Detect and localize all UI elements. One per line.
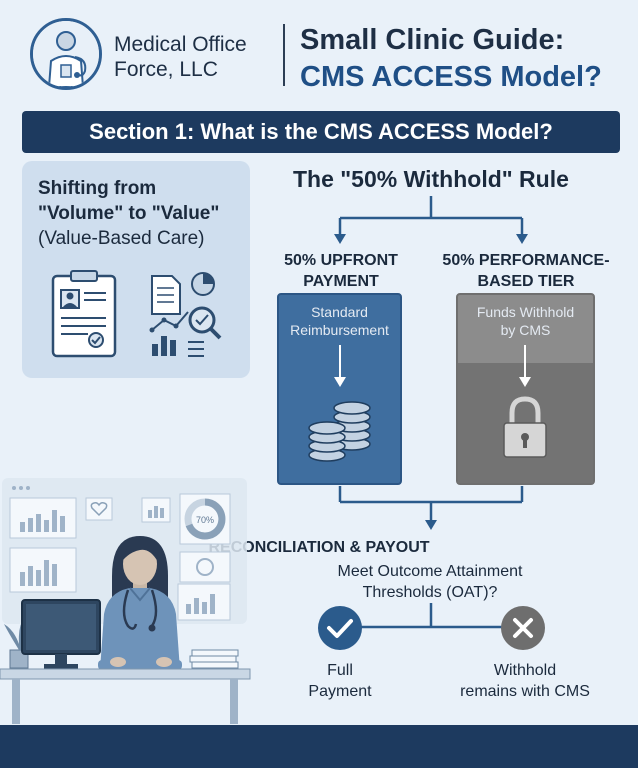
- company-name: Medical Office Force, LLC: [114, 32, 247, 82]
- page-title: Small Clinic Guide: CMS ACCESS Model?: [300, 22, 602, 96]
- withhold-rule-title: The "50% Withhold" Rule: [293, 166, 569, 192]
- performance-tier-label: 50% PERFORMANCE- BASED TIER: [436, 250, 616, 292]
- withheld-box-text: Funds Withhold by CMS: [458, 303, 593, 339]
- withhold-remains-line2: remains with CMS: [460, 683, 590, 700]
- clipboard-analytics-icon: [51, 270, 222, 358]
- page-title-line2: CMS ACCESS Model?: [300, 61, 602, 93]
- footer-bar: [0, 725, 638, 768]
- withhold-remains-line1: Withhold: [493, 662, 557, 679]
- full-payment-outcome: Full Payment: [290, 660, 390, 702]
- company-name-line2: Force, LLC: [114, 58, 218, 81]
- upfront-label-line2: PAYMENT: [303, 273, 379, 290]
- upfront-label-line1: 50% UPFRONT: [284, 252, 398, 269]
- doctor-logo-icon: [33, 21, 99, 87]
- doctor-at-desk-illustration: 70%: [0, 478, 251, 724]
- upfront-payment-label: 50% UPFRONT PAYMENT: [266, 250, 416, 292]
- oat-question-line1: Meet Outcome Attainment: [337, 563, 523, 580]
- company-name-line1: Medical Office: [114, 33, 247, 56]
- oat-question: Meet Outcome Attainment Thresholds (OAT)…: [290, 561, 570, 603]
- shift-line2: "Volume" to "Value": [38, 203, 220, 224]
- standard-reimbursement-box: Standard Reimbursement: [277, 293, 402, 485]
- cross-icon: [501, 606, 545, 650]
- page-title-line1: Small Clinic Guide:: [300, 24, 565, 56]
- standard-box-line1: Standard: [311, 304, 368, 320]
- performance-label-line1: 50% PERFORMANCE-: [442, 252, 610, 269]
- lock-icon: [503, 345, 547, 458]
- section-banner-text: Section 1: What is the CMS ACCESS Model?: [89, 119, 553, 144]
- oat-question-line2: Thresholds (OAT)?: [362, 584, 498, 601]
- company-logo: [30, 18, 102, 90]
- value-based-care-text: Shifting from "Volume" to "Value" (Value…: [38, 176, 219, 251]
- standard-box-text: Standard Reimbursement: [279, 303, 400, 339]
- header-divider: [283, 24, 285, 86]
- check-icon: [318, 606, 362, 650]
- reconciliation-title: RECONCILIATION & PAYOUT: [208, 539, 430, 556]
- funds-withheld-box: Funds Withhold by CMS: [456, 293, 595, 485]
- full-payment-line2: Payment: [308, 683, 372, 700]
- donut-percent-label: 70%: [196, 515, 214, 525]
- shift-line1: Shifting from: [38, 178, 157, 199]
- coins-icon: [308, 345, 371, 462]
- section-banner: Section 1: What is the CMS ACCESS Model?: [22, 111, 620, 153]
- performance-label-line2: BASED TIER: [477, 273, 575, 290]
- withhold-remains-outcome: Withhold remains with CMS: [445, 660, 605, 702]
- withheld-box-line2: by CMS: [500, 322, 551, 338]
- withheld-box-line1: Funds Withhold: [476, 304, 575, 320]
- standard-box-line2: Reimbursement: [290, 322, 389, 338]
- shift-line3: (Value-Based Care): [38, 228, 205, 249]
- full-payment-line1: Full: [327, 662, 353, 679]
